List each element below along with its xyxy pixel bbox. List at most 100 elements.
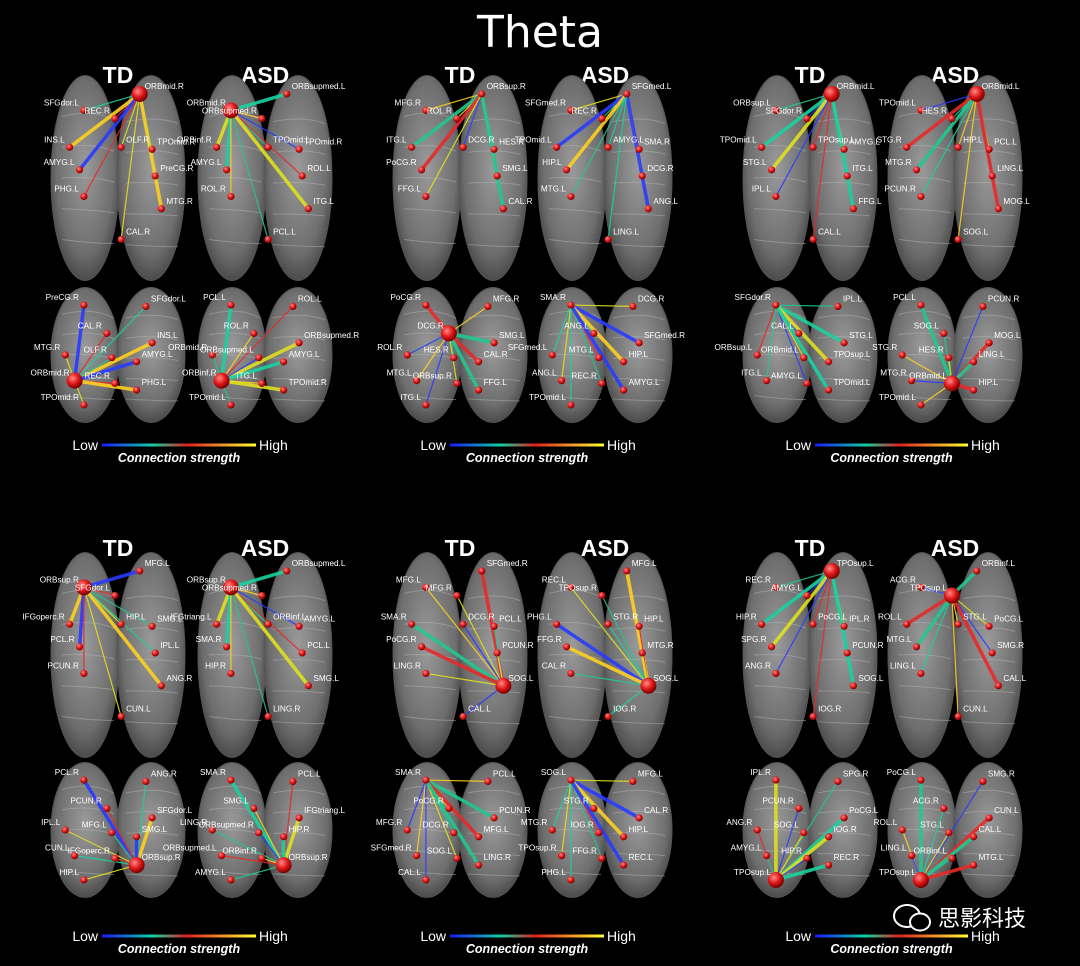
gyrus-fold: [125, 378, 179, 382]
brain-node: [280, 358, 288, 366]
gyrus-fold: [208, 870, 262, 875]
gyrus-fold: [962, 213, 1016, 217]
node-label: SFGmed.R: [371, 844, 412, 853]
brain-node: [133, 358, 141, 366]
brain-node: [61, 351, 69, 359]
group-header: TD: [795, 62, 826, 88]
brain-node: [484, 777, 492, 786]
gyrus-fold: [272, 595, 326, 602]
connection-edge: [120, 93, 141, 241]
node-label: ORBsup.R: [187, 575, 226, 584]
node-label: PCUN.R: [499, 806, 530, 815]
gyrus-fold: [548, 685, 602, 691]
brain-node: [75, 579, 92, 596]
connection-edge: [230, 864, 285, 881]
brain-node: [222, 166, 231, 174]
connection-edge: [769, 569, 834, 649]
brain-node: [490, 339, 498, 347]
connection-edge: [425, 672, 504, 687]
brain-node: [985, 339, 993, 347]
brain-node: [108, 829, 116, 837]
node-label: SMA.R: [196, 635, 222, 644]
brain-node: [111, 379, 119, 387]
node-label: TPOmid.L: [189, 393, 226, 402]
brain-node: [968, 85, 985, 102]
node-label: TPOsup.R: [559, 584, 597, 593]
gyrus-fold: [125, 398, 179, 402]
brain-node: [213, 620, 221, 628]
brain-node: [80, 192, 88, 201]
gyrus-fold: [817, 118, 871, 125]
brain-node: [940, 804, 948, 813]
group-header: ASD: [931, 62, 980, 88]
node-label: CAL.L: [818, 228, 841, 237]
node-label: ORBsup.R: [289, 853, 328, 862]
brain-node: [453, 854, 461, 862]
brain-node: [763, 377, 771, 385]
connection-edge: [82, 585, 164, 688]
legend-caption: Connection strength: [466, 451, 589, 465]
connection-edge: [419, 645, 506, 688]
brain-node: [903, 620, 911, 628]
node-label: PCL.L: [893, 293, 916, 302]
brain-node: [988, 172, 996, 180]
gyrus-fold: [962, 853, 1016, 857]
node-label: PoCG.R: [413, 796, 444, 805]
node-label: PCUN.R: [852, 641, 883, 650]
node-label: MTG.L: [541, 184, 566, 193]
gyrus-fold: [467, 789, 521, 796]
node-label: ANG.R: [745, 661, 771, 670]
node-label: PoCG.R: [390, 293, 421, 302]
brain-node: [440, 325, 457, 342]
gyrus-fold: [548, 589, 602, 598]
figure-title: Theta: [476, 7, 603, 58]
legend-colorbar: [450, 443, 604, 447]
brain-node: [772, 192, 780, 201]
connection-edge: [462, 685, 504, 718]
node-label: ORBsup.R: [40, 575, 79, 584]
node-label: MFG.R: [395, 98, 421, 107]
brain-node: [834, 302, 842, 310]
brain-node: [408, 620, 416, 628]
connection-edge: [73, 305, 147, 382]
gyrus-fold: [61, 870, 115, 875]
node-label: ORBmid.R: [145, 82, 184, 91]
node-label: STG.R: [877, 135, 902, 144]
brain-node: [459, 143, 467, 151]
connection-edge: [419, 92, 484, 172]
node-label: LING.L: [997, 164, 1023, 173]
connection-edge: [920, 832, 950, 881]
connection-edge: [229, 585, 311, 688]
gyrus-fold: [208, 177, 262, 183]
node-label: REC.R: [834, 853, 860, 862]
brain-node: [475, 358, 483, 366]
legend-high: High: [607, 928, 636, 944]
node-label: REC.R: [745, 575, 771, 584]
brain-node: [758, 620, 766, 628]
brain-node: [66, 372, 83, 389]
node-label: MTG.L: [979, 853, 1004, 862]
node-label: REC.L: [629, 853, 654, 862]
brain-node: [490, 145, 498, 153]
brain-node: [803, 379, 811, 387]
gyrus-fold: [817, 832, 871, 836]
node-label: CAL.R: [542, 661, 566, 670]
node-label: HIP.L: [963, 135, 983, 144]
connection-edge: [759, 92, 834, 149]
group-header: TD: [103, 535, 134, 561]
group-header: ASD: [931, 535, 980, 561]
gyrus-fold: [898, 395, 952, 400]
node-label: MOG.L: [994, 331, 1021, 340]
brain-node: [994, 682, 1003, 690]
node-label: LING.R: [394, 661, 421, 670]
connection-edge: [914, 593, 954, 649]
connection-edge: [775, 304, 839, 307]
connection-edge: [120, 93, 141, 148]
connection-edge: [229, 92, 289, 113]
node-label: IPL.L: [752, 184, 772, 193]
node-label: INS.L: [44, 135, 65, 144]
brain-node: [295, 622, 303, 630]
connection-edge: [904, 92, 979, 149]
